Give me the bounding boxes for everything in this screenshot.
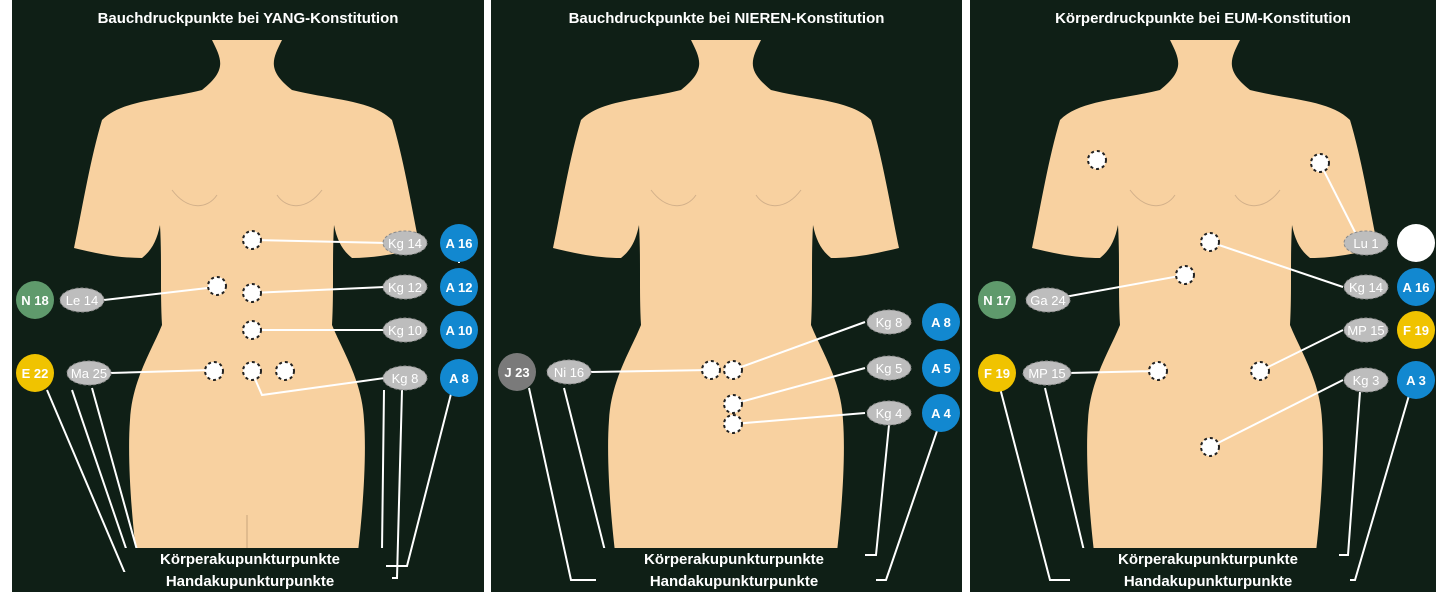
- hand-point-label: E 22: [22, 366, 49, 381]
- body-point-label: Kg 10: [388, 323, 422, 338]
- body-point-marker: [243, 284, 261, 302]
- body-point-marker: [276, 362, 294, 380]
- hand-point-label: F 19: [1403, 323, 1429, 338]
- hand-point-label: A 8: [449, 371, 469, 386]
- body-point-label: Lu 1: [1353, 236, 1378, 251]
- hand-point-label: A 4: [931, 406, 952, 421]
- hand-point-label: F 19: [984, 366, 1010, 381]
- hand-point-label: J 23: [504, 365, 529, 380]
- body-point-marker: [1251, 362, 1269, 380]
- panel-nieren: Bauchdruckpunkte bei NIEREN-Konstitution…: [491, 0, 962, 592]
- body-point-label: MP 15: [1347, 323, 1384, 338]
- body-point-marker: [243, 362, 261, 380]
- body-point-marker: [1201, 438, 1219, 456]
- legend-hand-points: Handakupunkturpunkte: [650, 573, 818, 590]
- body-point-marker: [1201, 233, 1219, 251]
- hand-point-label: C 1: [1406, 236, 1426, 251]
- body-point-label: Kg 8: [876, 315, 903, 330]
- panel-eum: Körperdruckpunkte bei EUM-Konstitution: [970, 0, 1436, 592]
- hand-point-label: A 8: [931, 315, 951, 330]
- hand-point-label: A 12: [446, 280, 473, 295]
- body-point-label: Kg 4: [876, 406, 903, 421]
- hand-point-label: A 3: [1406, 373, 1426, 388]
- diagram-yang: Kg 14 Kg 12 Kg 10 Kg 8 Le 14 Ma 25 A 16 …: [12, 0, 484, 592]
- legend-hand-points: Handakupunkturpunkte: [1124, 573, 1292, 590]
- body-point-marker: [724, 415, 742, 433]
- hand-point-label: A 16: [446, 236, 473, 251]
- body-point-label: Le 14: [66, 293, 99, 308]
- body-point-label: Kg 14: [1349, 280, 1383, 295]
- diagram-eum: Lu 1 Kg 14 MP 15 Kg 3 Ga 24 MP 15 C 1 A …: [970, 0, 1436, 592]
- legend-body-points: Körperakupunkturpunkte: [1118, 551, 1298, 568]
- hand-point-label: A 5: [931, 361, 951, 376]
- body-point-label: Ma 25: [71, 366, 107, 381]
- torso-figure: [1032, 40, 1378, 560]
- hand-point-label: N 18: [21, 293, 48, 308]
- body-point-marker: [243, 321, 261, 339]
- body-point-marker: [1149, 362, 1167, 380]
- body-point-marker: [1088, 151, 1106, 169]
- body-point-label: Kg 5: [876, 361, 903, 376]
- body-point-label: Ni 16: [554, 365, 584, 380]
- legend-body-points: Körperakupunkturpunkte: [160, 551, 340, 568]
- body-point-marker: [724, 361, 742, 379]
- body-point-label: Kg 8: [392, 371, 419, 386]
- body-point-marker: [1311, 154, 1329, 172]
- legend-body-points: Körperakupunkturpunkte: [644, 551, 824, 568]
- hand-point-label: N 17: [983, 293, 1010, 308]
- panel-yang: Bauchdruckpunkte bei YANG-Konstitution: [12, 0, 484, 592]
- body-point-label: Ga 24: [1030, 293, 1065, 308]
- body-point-marker: [702, 361, 720, 379]
- body-point-label: Kg 3: [1353, 373, 1380, 388]
- hand-point-label: A 10: [446, 323, 473, 338]
- body-point-marker: [1176, 266, 1194, 284]
- torso-figure: [553, 40, 899, 560]
- body-point-marker: [724, 395, 742, 413]
- body-point-label: Kg 14: [388, 236, 422, 251]
- body-point-label: Kg 12: [388, 280, 422, 295]
- diagram-nieren: Kg 8 Kg 5 Kg 4 Ni 16 A 8 A 5 A 4 J 23 Kö…: [491, 0, 962, 592]
- hand-point-label: A 16: [1403, 280, 1430, 295]
- legend-hand-points: Handakupunkturpunkte: [166, 573, 334, 590]
- body-point-label: MP 15: [1028, 366, 1065, 381]
- body-point-marker: [243, 231, 261, 249]
- body-point-marker: [208, 277, 226, 295]
- body-point-marker: [205, 362, 223, 380]
